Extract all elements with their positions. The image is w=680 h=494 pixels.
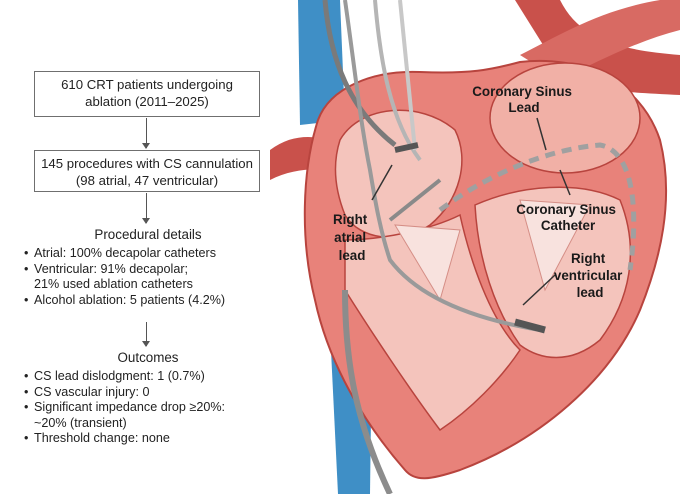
right-atrial-lead-tip [394, 142, 419, 153]
list-item: Significant impedance drop ≥20%: ~20% (t… [24, 400, 294, 431]
procedures-box-line2: (98 atrial, 47 ventricular) [75, 173, 219, 188]
right-ventricle-chamber [344, 213, 521, 432]
ra-lead-pointer [371, 164, 393, 201]
flow-arrow-2 [142, 193, 150, 224]
list-item-text: CS vascular injury: 0 [34, 384, 150, 399]
list-item-text-continued: ~20% (transient) [34, 415, 127, 430]
procedural-details-heading: Procedural details [94, 227, 202, 242]
right-ventricular-lead-label: Right ventricular lead [554, 251, 626, 300]
procedural-details-list: Atrial: 100% decapolar catheters Ventric… [24, 246, 294, 308]
list-item: CS lead dislodgment: 1 (0.7%) [24, 369, 294, 385]
list-item: CS vascular injury: 0 [24, 385, 294, 401]
lead-wire-2 [343, 0, 541, 332]
outcomes-heading: Outcomes [117, 350, 179, 365]
list-item: Atrial: 100% decapolar catheters [24, 246, 294, 262]
femoral-catheter [342, 289, 393, 494]
list-item-text: CS lead dislodgment: 1 (0.7%) [34, 369, 205, 383]
flow-arrow-3 [142, 322, 150, 347]
cs-lead-label: Coronary Sinus Lead [472, 84, 575, 115]
cs-catheter-pointer [559, 169, 571, 196]
cs-catheter-label: Coronary Sinus Catheter [516, 202, 619, 233]
right-ventricular-lead-tip [514, 318, 546, 334]
tricuspid-valve [394, 224, 461, 302]
heart-illustration: Coronary Sinus Lead Coronary Sinus Cathe… [270, 0, 680, 494]
superior-vena-cava [298, 0, 345, 125]
flow-arrow-1 [142, 118, 150, 149]
upper-right-vessel [520, 0, 680, 80]
lead-wire-4 [398, 0, 417, 151]
lead-wire-1 [322, 0, 397, 147]
right-atrial-lead-label: Right atrial lead [333, 212, 371, 263]
cs-lead-pointer [536, 117, 547, 151]
list-item: Alcohol ablation: 5 patients (4.2%) [24, 293, 294, 309]
list-item-text-continued: 21% used ablation catheters [34, 277, 193, 292]
list-item-text: Atrial: 100% decapolar catheters [34, 246, 217, 260]
list-item-text: Ventricular: 91% decapolar; [34, 261, 189, 276]
list-item: Ventricular: 91% decapolar; 21% used abl… [24, 262, 294, 293]
rv-lead-pointer [522, 274, 556, 306]
procedures-box: 145 procedures with CS cannulation (98 a… [34, 150, 260, 192]
list-item-text: Significant impedance drop ≥20%: [34, 400, 226, 415]
mitral-valve [519, 199, 591, 292]
list-item-text: Threshold change: none [34, 431, 170, 446]
cohort-box-line2: ablation (2011–2025) [85, 94, 209, 109]
catheter-branch [388, 178, 442, 222]
coronary-sinus-catheter-path [438, 142, 637, 271]
list-item: Threshold change: none [24, 431, 294, 447]
procedures-box-line1: 145 procedures with CS cannulation [41, 156, 253, 171]
outcomes-list: CS lead dislodgment: 1 (0.7%) CS vascula… [24, 369, 294, 447]
list-item-text: Alcohol ablation: 5 patients (4.2%) [34, 292, 226, 307]
cohort-box-line1: 610 CRT patients undergoing [61, 77, 233, 92]
cohort-box: 610 CRT patients undergoing ablation (20… [34, 71, 260, 117]
flowchart-panel: 610 CRT patients undergoing ablation (20… [0, 0, 300, 494]
right-atrium-chamber [334, 109, 463, 238]
